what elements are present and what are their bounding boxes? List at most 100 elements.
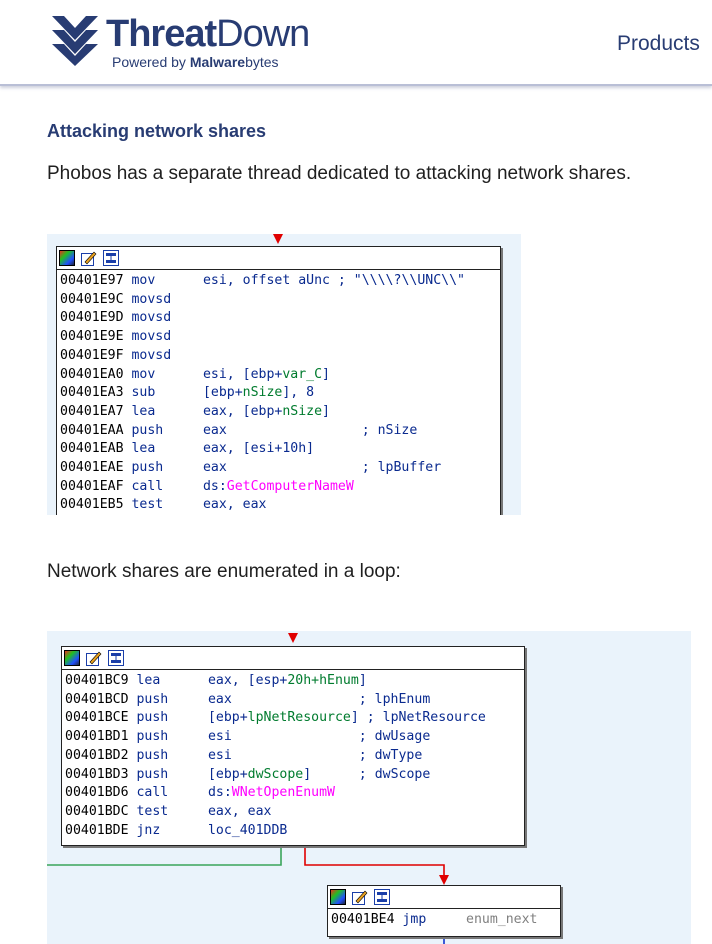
code-mnemonic: movsd xyxy=(131,329,203,345)
code-comment: ; lpNetResource xyxy=(358,710,486,726)
code-address: 00401BD1 xyxy=(65,729,137,745)
code-operand: eax, [esp+20h+hEnum] xyxy=(207,673,367,688)
incoming-edge-arrow xyxy=(273,234,283,244)
code-mnemonic: test xyxy=(136,803,208,819)
code-address: 00401BD6 xyxy=(65,785,137,801)
code-operand: eax, [ebp+nSize] xyxy=(202,403,330,419)
code-line: 00401EA3 sub [ebp+nSize], 8 xyxy=(60,384,500,403)
code-line: 00401BDE jnz loc_401DDB xyxy=(65,822,524,841)
code-block-3[interactable]: 00401BE4 jmp enum_next xyxy=(327,885,561,937)
paragraph-enumeration: Network shares are enumerated in a loop: xyxy=(47,561,401,582)
code-line: 00401E97 mov esi, offset aUnc ; "\\\\?\\… xyxy=(60,272,500,291)
flow-edges xyxy=(47,845,449,944)
code-symbol: 20h+hEnum xyxy=(287,673,359,688)
edit-node-icon[interactable] xyxy=(86,650,102,666)
node-layout-icon[interactable] xyxy=(374,889,390,905)
edit-node-icon[interactable] xyxy=(81,250,97,266)
code-line: 00401BDC test eax, eax xyxy=(65,803,524,822)
code-operand: eax, [esi+10h] xyxy=(202,441,315,457)
code-operand: loc_401DDB xyxy=(207,822,288,838)
code-address: 00401EAB xyxy=(60,441,132,457)
code-address: 00401E9F xyxy=(60,347,132,363)
code-address: 00401EAF xyxy=(60,478,132,494)
brand-name[interactable]: ThreatDown xyxy=(106,12,310,56)
code-line: 00401BC9 lea eax, [esp+20h+hEnum] xyxy=(65,672,524,691)
code-comment: ; lphEnum xyxy=(231,691,431,707)
code-mnemonic: push xyxy=(136,691,208,707)
code-operand: esi xyxy=(207,747,232,763)
graph-color-icon[interactable] xyxy=(330,889,346,905)
code-operand: [ebp+nSize], 8 xyxy=(202,385,315,401)
code-lines: 00401E97 mov esi, offset aUnc ; "\\\\?\\… xyxy=(57,270,500,515)
code-line: 00401BE4 jmp enum_next xyxy=(328,909,560,930)
code-mnemonic: movsd xyxy=(131,347,203,363)
edit-node-icon[interactable] xyxy=(352,889,368,905)
code-address: 00401E9D xyxy=(60,310,132,326)
code-comment: ; dwUsage xyxy=(231,729,431,745)
code-line: 00401BD1 push esi ; dwUsage xyxy=(65,728,524,747)
code-address: 00401BDE xyxy=(65,822,137,838)
code-comment: ; nSize xyxy=(226,422,418,438)
code-mnemonic: call xyxy=(131,478,203,494)
code-mnemonic: lea xyxy=(131,403,203,419)
section-heading: Attacking network shares xyxy=(47,121,267,141)
code-operand: eax xyxy=(207,691,232,707)
code-mnemonic: push xyxy=(136,747,208,763)
code-import: WNetOpenEnumW xyxy=(231,785,335,801)
code-line: 00401EAF call ds:GetComputerNameW xyxy=(60,478,500,497)
powered-prefix: Powered by xyxy=(112,54,190,70)
code-mnemonic: jnz xyxy=(136,822,208,838)
code-operand: eax, eax xyxy=(202,497,267,513)
code-operand: eax, eax xyxy=(207,803,272,819)
code-symbol: nSize xyxy=(282,403,323,419)
code-operand: [ebp+lpNetResource] xyxy=(207,710,359,726)
code-operand: [ebp+dwScope] xyxy=(207,766,312,782)
code-mnemonic: movsd xyxy=(131,291,203,307)
node-layout-icon[interactable] xyxy=(103,250,119,266)
graph-color-icon[interactable] xyxy=(64,650,80,666)
code-operand: eax xyxy=(202,460,227,476)
block-toolbar xyxy=(57,247,500,270)
code-address: 00401BDC xyxy=(65,803,137,819)
code-address: 00401E97 xyxy=(60,273,132,288)
block-toolbar xyxy=(62,647,524,670)
code-address: 00401BCE xyxy=(65,710,137,726)
code-import: GetComputerNameW xyxy=(226,478,354,494)
brand-bold: Threat xyxy=(106,13,217,55)
code-mnemonic: push xyxy=(136,729,208,745)
code-block-2[interactable]: 00401BC9 lea eax, [esp+20h+hEnum]00401BC… xyxy=(61,646,525,846)
malware-bold: Malware xyxy=(189,54,246,70)
graph-color-icon[interactable] xyxy=(59,250,75,266)
code-line: 00401EA0 mov esi, [ebp+var_C] xyxy=(60,366,500,385)
nav-products-link[interactable]: Products xyxy=(617,32,700,55)
code-mnemonic: call xyxy=(136,785,208,801)
code-block-1[interactable]: 00401E97 mov esi, offset aUnc ; "\\\\?\\… xyxy=(56,246,501,515)
brand-light: Down xyxy=(216,13,310,55)
disassembly-panel-2: 00401BC9 lea eax, [esp+20h+hEnum]00401BC… xyxy=(47,631,691,944)
code-comment: ; dwType xyxy=(231,747,423,763)
code-address: 00401BCD xyxy=(65,691,137,707)
code-line: 00401E9D movsd xyxy=(60,309,500,328)
code-line: 00401EAB lea eax, [esi+10h] xyxy=(60,440,500,459)
block-toolbar xyxy=(328,886,560,909)
code-mnemonic: push xyxy=(136,710,208,726)
node-layout-icon[interactable] xyxy=(108,650,124,666)
code-address: 00401E9E xyxy=(60,329,132,345)
code-line: 00401E9C movsd xyxy=(60,291,500,310)
code-mnemonic: mov xyxy=(131,366,203,382)
site-header: ThreatDown Powered by Malwarebytes Produ… xyxy=(0,0,712,86)
code-line: 00401BD6 call ds:WNetOpenEnumW xyxy=(65,784,524,803)
code-mnemonic: push xyxy=(131,422,203,438)
code-mnemonic: mov xyxy=(131,273,203,288)
code-address: 00401BD2 xyxy=(65,747,137,763)
code-address: 00401BE4 xyxy=(331,912,395,927)
threatdown-logo-icon[interactable] xyxy=(52,16,98,66)
code-mnemonic: movsd xyxy=(131,310,203,326)
powered-by: Powered by Malwarebytes xyxy=(112,54,279,70)
code-address: 00401EB5 xyxy=(60,497,132,513)
incoming-edge-arrow xyxy=(288,633,298,643)
code-lines: 00401BC9 lea eax, [esp+20h+hEnum]00401BC… xyxy=(62,670,524,840)
bytes-light: bytes xyxy=(245,54,279,70)
code-comment: ; dwScope xyxy=(311,766,431,782)
code-line: 00401EA7 lea eax, [ebp+nSize] xyxy=(60,403,500,422)
